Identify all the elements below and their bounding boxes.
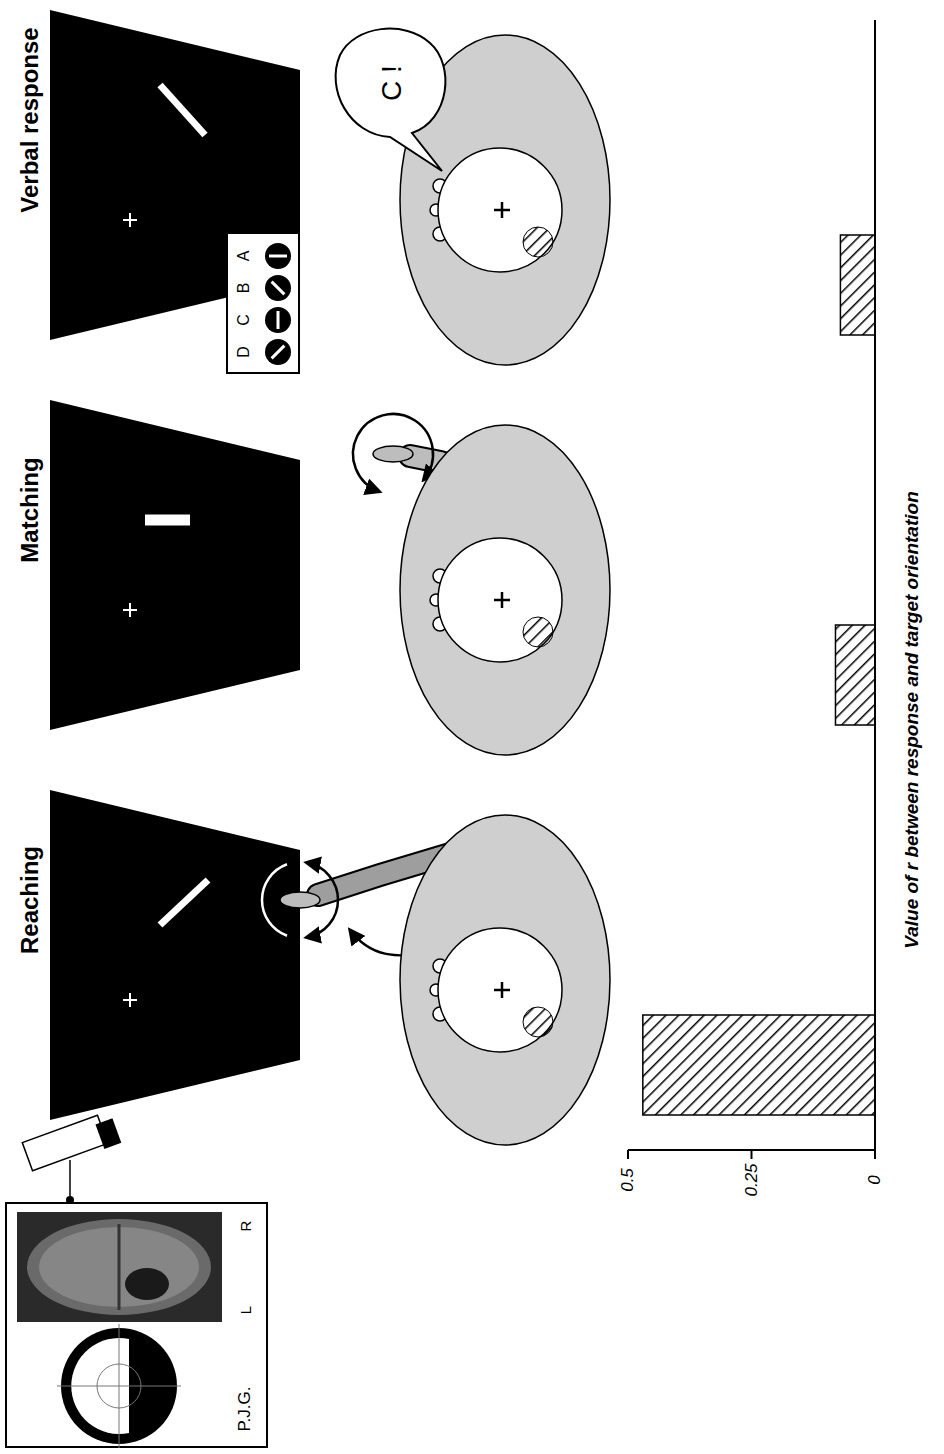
panel-title: Matching <box>16 457 44 562</box>
lesion <box>125 1268 169 1300</box>
lesion-mark <box>523 227 553 257</box>
side-label: R <box>237 1221 254 1232</box>
head <box>438 928 562 1052</box>
speech-bubble: C ! <box>330 25 460 173</box>
choice-bar <box>272 282 285 295</box>
target-bar <box>160 880 208 925</box>
axis-tick-label: 0.5 <box>618 1168 638 1192</box>
choice-disc <box>265 307 291 333</box>
choice-bar <box>272 346 285 359</box>
bubble-shape <box>336 29 446 171</box>
mri-scan <box>17 1212 222 1322</box>
choice-card: A B C D <box>226 232 300 374</box>
panel-title: Verbal response <box>16 27 44 212</box>
panel-title: Reaching <box>16 846 44 954</box>
midline <box>118 1224 121 1310</box>
head <box>438 538 562 662</box>
brain-slice <box>27 1219 211 1315</box>
head-cross <box>501 592 504 608</box>
speech-text: C ! <box>376 65 408 101</box>
axis-tick <box>751 1150 753 1159</box>
camera-lens <box>95 1118 121 1149</box>
choice-disc <box>265 243 291 269</box>
axis-title: Value of r between response and target o… <box>901 491 923 949</box>
shoulders <box>400 815 610 1145</box>
camera-body <box>22 1115 107 1171</box>
choice-letter: B <box>235 283 253 294</box>
choice-letter: A <box>235 251 253 262</box>
lesion-mark <box>523 1007 553 1037</box>
inset-art <box>7 1204 270 1450</box>
rotation-arrow <box>262 864 287 935</box>
hatched-bar <box>643 1015 875 1115</box>
rotation-arrow <box>353 414 433 492</box>
head <box>438 148 562 272</box>
head-cross <box>501 202 504 218</box>
video-camera <box>22 1115 121 1204</box>
lesion-mark <box>523 617 553 647</box>
axis-tick-label: 0 <box>865 1175 885 1184</box>
fixation-cross <box>129 213 131 227</box>
rotation-arrow <box>307 863 338 938</box>
hatched-bar <box>835 625 875 725</box>
hatched-bar <box>840 235 875 335</box>
patient-initials: P.J.G. <box>235 1386 255 1431</box>
target-bar <box>160 85 205 135</box>
hand <box>373 446 413 462</box>
target-bar <box>145 515 190 526</box>
choice-letter: D <box>235 346 253 358</box>
fixation-cross <box>129 603 131 617</box>
choice-disc <box>265 275 291 301</box>
axis-tick <box>627 1150 629 1159</box>
patient-inset: L R P.J.G. <box>5 1202 268 1448</box>
shoulders <box>400 425 610 755</box>
choice-bar <box>269 255 287 258</box>
choice-letter: C <box>235 314 253 326</box>
fixation-cross <box>129 993 131 1007</box>
hand <box>280 892 320 908</box>
display-screen <box>50 790 300 1120</box>
field-ring <box>97 1364 141 1408</box>
axis-tick <box>874 1150 876 1159</box>
field-axis <box>119 1324 120 1448</box>
head-cross <box>501 982 504 998</box>
choice-disc <box>265 339 291 365</box>
chart-baseline <box>874 20 876 1150</box>
display-screen <box>50 400 300 730</box>
choice-bar <box>277 311 280 329</box>
side-label: L <box>237 1306 254 1314</box>
axis-tick-label: 0.25 <box>742 1163 762 1196</box>
camera-cable <box>69 1160 71 1196</box>
